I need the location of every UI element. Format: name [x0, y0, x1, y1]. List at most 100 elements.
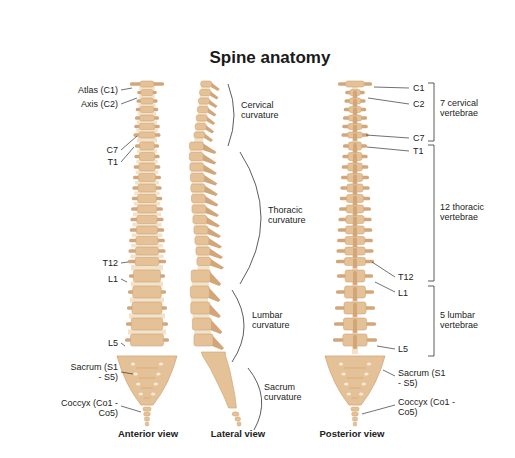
curvature-arc [228, 84, 234, 146]
sacral-ridge [144, 398, 150, 399]
coccyx-segment [143, 407, 151, 411]
region-brackets [228, 83, 434, 430]
leader-line [121, 262, 128, 263]
vertebral-body [133, 286, 162, 298]
spinous-process [202, 154, 216, 165]
sacral-ridge [349, 388, 361, 389]
coccyx-segment [351, 407, 359, 411]
vertebra-label: C7 [413, 133, 425, 143]
vertebral-body [192, 318, 211, 330]
sacrum [325, 356, 385, 405]
vertebral-body [197, 258, 211, 266]
leader-line [367, 147, 409, 151]
count-label: 5 lumbar vertebrae [440, 310, 500, 331]
vertebral-body [139, 153, 155, 161]
leader-line [121, 88, 132, 90]
sacral-foramen [347, 392, 351, 395]
spinous-process [353, 164, 357, 174]
leader-line [121, 343, 125, 346]
vertebral-body [190, 286, 209, 298]
sacral-foramen [362, 382, 366, 385]
vertebral-body [191, 195, 205, 203]
spinous-process [210, 259, 224, 270]
spinous-process [208, 287, 220, 302]
coccyx-segment [145, 417, 150, 421]
vertebral-body [139, 132, 156, 138]
bracket [428, 145, 434, 281]
region-label: Sacrum (S1 - S5) [70, 362, 118, 383]
spinous-process [212, 335, 224, 350]
leader-line [383, 370, 395, 376]
spinous-process [353, 335, 357, 349]
curvature-label: Sacrum curvature [264, 382, 316, 403]
sacral-ridge [136, 368, 158, 369]
region-label: Sacrum (S1 - S5) [398, 368, 446, 389]
sacral-foramen [139, 392, 143, 395]
vertebral-body [131, 334, 164, 346]
vertebra-label: T1 [413, 146, 424, 156]
spinous-process [353, 196, 357, 206]
vertebra-label: T12 [103, 258, 119, 268]
leader-line [121, 136, 137, 150]
leader-line [377, 346, 395, 349]
intervertebral-disk [198, 265, 210, 271]
coccyx-segment [237, 422, 241, 426]
spinous-process [204, 185, 218, 196]
curvature-label: Cervical curvature [241, 100, 293, 121]
spinous-process [353, 133, 357, 141]
vertebral-body [132, 302, 162, 314]
vertebral-body [189, 153, 203, 161]
sacrum [201, 352, 236, 408]
spinous-process [353, 125, 357, 133]
leader-line [121, 147, 134, 162]
leader-line [121, 279, 127, 282]
spinous-process [211, 82, 220, 91]
lamina [346, 81, 365, 87]
spinous-process [207, 227, 221, 238]
spinous-process [353, 238, 357, 248]
sacral-ridge [344, 368, 366, 369]
sacral-foramen [159, 362, 163, 365]
vertebral-body [138, 184, 156, 192]
spinous-process [209, 303, 221, 318]
title: Spine anatomy [210, 48, 331, 68]
spinous-process [353, 91, 357, 99]
vertebral-body [138, 174, 155, 182]
vertebral-body [192, 205, 206, 213]
vertebral-body [191, 184, 205, 192]
leader-line [368, 98, 409, 104]
spinous-process [210, 319, 222, 334]
spinous-process [353, 154, 357, 164]
spinous-process [206, 217, 220, 228]
spinous-process [353, 185, 357, 195]
view-label: Anterior view [118, 429, 178, 440]
spinous-process [210, 91, 219, 100]
curvature-arc [248, 368, 262, 430]
vertebral-body [137, 216, 158, 224]
vertebra-label: L1 [398, 288, 408, 298]
spinous-process [203, 175, 217, 186]
leader-line [374, 87, 409, 88]
vertebral-body [191, 270, 210, 282]
spinous-process [204, 196, 218, 207]
coccyx-segment [144, 412, 151, 416]
vertebral-body [193, 216, 207, 224]
vertebral-body [131, 318, 163, 330]
sacral-ridge [141, 388, 153, 389]
spinous-process [203, 143, 217, 154]
spinous-process [353, 99, 357, 107]
spinous-process [206, 116, 215, 125]
vertebral-body [201, 81, 212, 87]
sacral-ridge [347, 378, 364, 379]
coccyx-segment [352, 412, 359, 416]
view-label: Posterior view [320, 429, 385, 440]
leader-line [121, 406, 141, 412]
vertebral-body [140, 98, 153, 104]
spinous-process [353, 175, 357, 185]
spinous-process [353, 143, 357, 153]
region-label: Coccyx (Co1 - Co5) [60, 398, 118, 419]
spinous-process [353, 287, 357, 301]
vertebral-body [195, 124, 206, 130]
vertebral-body [140, 81, 154, 87]
sacral-foramen [341, 372, 345, 375]
